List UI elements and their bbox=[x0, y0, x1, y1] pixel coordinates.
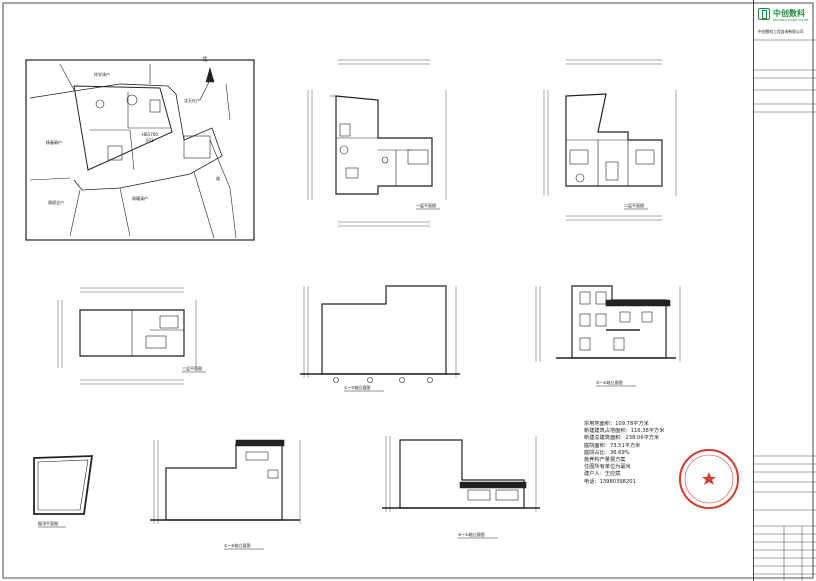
title-elev-c: ①~⑥轴立面图 bbox=[224, 543, 251, 548]
logo-icon bbox=[758, 8, 770, 20]
note-line: 宗用地面积：109.78平方米 bbox=[584, 421, 649, 427]
road-label: 道 bbox=[216, 176, 220, 181]
note-line: 施养构产量报方案 bbox=[584, 457, 626, 464]
neighbor-label: 杨春娟户 bbox=[46, 140, 62, 145]
title-block-grid bbox=[754, 39, 816, 581]
note-line: 新建总建筑面积：238.06平方米 bbox=[584, 435, 660, 442]
design-notes: 宗用地面积：109.78平方米 新建建筑占地面积：116.38平方米 新建总建筑… bbox=[584, 421, 664, 486]
note-line: 住图所有单位为毫米 bbox=[584, 464, 631, 471]
company-name: 中创数科工程咨询有限公司 bbox=[758, 29, 804, 34]
site-code-sub: 071 bbox=[146, 138, 154, 143]
neighbor-label: 周珊清户 bbox=[132, 196, 148, 201]
neighbor-label: 周斌全户 bbox=[48, 200, 64, 205]
note-line: 建户人：王应斌 bbox=[584, 471, 621, 478]
north-label: 北 bbox=[202, 57, 208, 63]
neighbor-label: 徐学泽户 bbox=[94, 72, 110, 77]
title-floor3: 三层平面图 bbox=[182, 366, 202, 371]
logo-name: 中创数科 bbox=[773, 9, 805, 18]
site-plan-frame bbox=[25, 59, 255, 241]
site-code: HB1700 bbox=[142, 132, 158, 137]
note-line: 电话：13980398201 bbox=[584, 478, 636, 485]
title-floor1: 一层平面图 bbox=[416, 203, 436, 208]
title-floor2: 二层平面图 bbox=[624, 203, 644, 208]
title-roof: 屋顶平面图 bbox=[38, 521, 58, 526]
logo-subtitle: ZHONGCHUANG SHUKE bbox=[773, 18, 809, 22]
company-logo: 中创数科 ZHONGCHUANG SHUKE bbox=[758, 6, 810, 28]
note-line: 新建建筑占地面积：116.38平方米 bbox=[584, 428, 665, 435]
note-line: 庭院面积：73.51平方米 bbox=[584, 442, 641, 449]
title-elev-a: ①~⑤轴立面图 bbox=[344, 385, 371, 390]
title-elev-b: ⑤~①轴立面图 bbox=[596, 380, 623, 385]
title-elev-d: ⑥~①轴立面图 bbox=[458, 532, 485, 537]
neighbor-label: 沈天红户 bbox=[184, 98, 200, 103]
company-stamp bbox=[679, 449, 739, 509]
note-line: 庭院占比：36.69% bbox=[584, 449, 630, 456]
title-block bbox=[753, 0, 816, 581]
